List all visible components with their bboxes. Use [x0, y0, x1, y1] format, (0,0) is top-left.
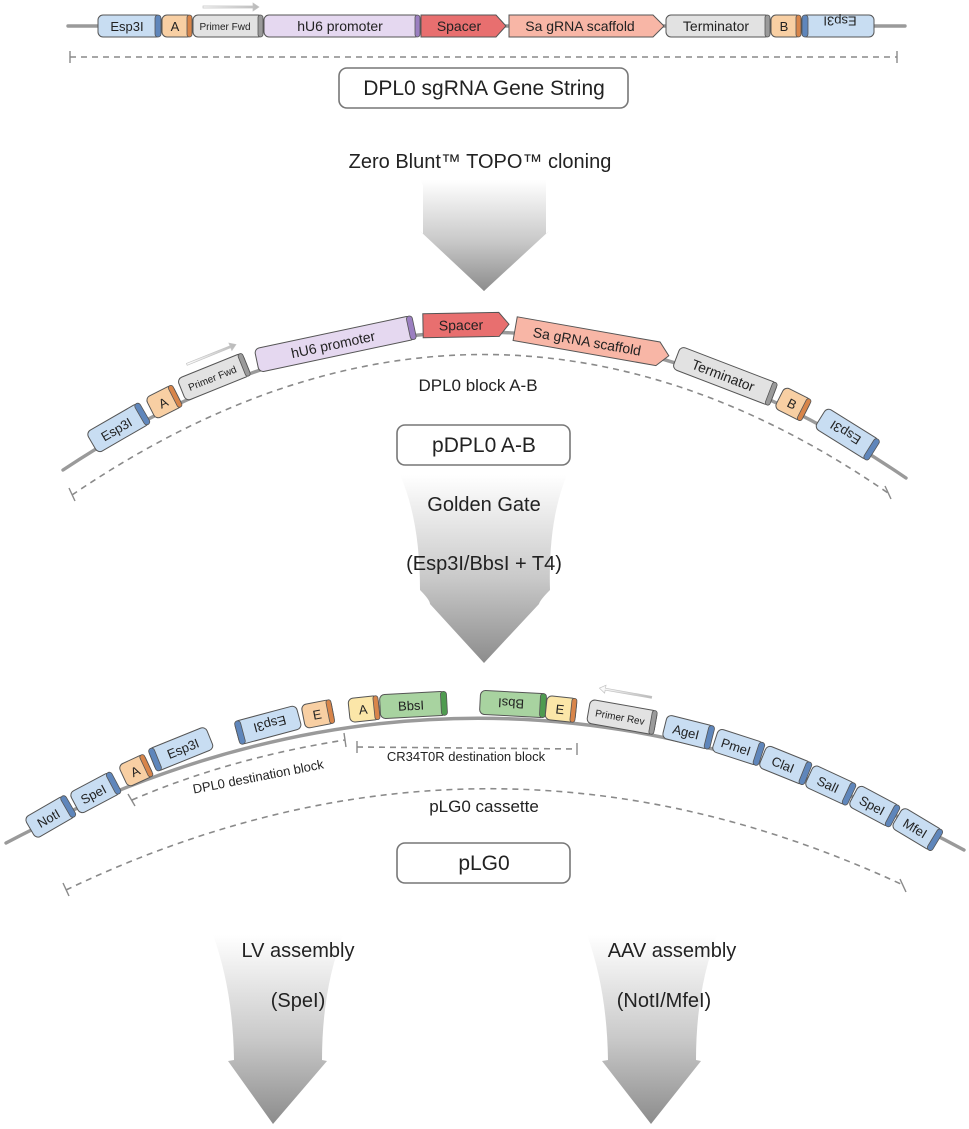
pdpl0-spacer-label: Spacer [439, 317, 484, 334]
dpl0-dest-bracket [131, 739, 346, 801]
cr34-dest-label: CR34T0R destination block [387, 749, 546, 764]
plg0-spei-right: SpeI [849, 785, 901, 828]
pdpl0-spacer-arrow: Spacer [422, 311, 510, 339]
gs-scaffold-arrow: Sa gRNA scaffold [508, 14, 665, 38]
pdpl0-terminator-block: Terminator [673, 347, 778, 406]
plg0-a-left: A [119, 754, 154, 787]
plg0-mfei: MfeI [892, 808, 944, 851]
step2-label: Golden Gate [427, 494, 540, 516]
plg0-bbsi-left: BbsI [379, 690, 448, 719]
gs-a-label: A [171, 19, 180, 34]
gs-terminator-block: Terminator [665, 14, 771, 38]
plg0-a-right: A [347, 695, 381, 723]
gs-esp3i-left-label: Esp3I [110, 19, 143, 34]
step3-left-sublabel: (SpeI) [271, 990, 325, 1012]
plg0-cassette-label: pLG0 cassette [429, 797, 539, 816]
pdpl0-span-bracket [71, 353, 889, 496]
step1-label: Zero Blunt™ TOPO™ cloning [349, 151, 612, 173]
gene-string-box-label: DPL0 sgRNA Gene String [363, 77, 605, 100]
plg0-spei-left: SpeI [70, 771, 122, 814]
gs-primer-fwd-block: Primer Fwd [192, 14, 264, 38]
gs-spacer-label: Spacer [437, 18, 482, 34]
gs-b-block: B [770, 14, 802, 38]
gs-spacer-arrow: Spacer [420, 14, 507, 38]
plg0-esp3i-left: Esp3I [148, 727, 214, 772]
step2-arrow [400, 475, 567, 663]
plg0-esp3i-right: Esp3I [234, 705, 302, 745]
plg0-agei-label: AgeI [671, 721, 701, 742]
plg0-e-left: E [301, 699, 335, 729]
plg0-box: pLG0 [396, 842, 571, 884]
pdpl0-primer-fwd-arrow [185, 342, 237, 366]
step3-right-arrow [587, 935, 717, 1124]
plg0-agei: AgeI [662, 715, 715, 750]
plg0-clai: ClaI [759, 745, 813, 785]
plg0-e-left-label: E [311, 706, 323, 722]
step3-left-arrow [213, 935, 343, 1124]
gs-b-label: B [780, 19, 789, 34]
cr34-dest-bracket [356, 746, 578, 750]
step2-sublabel: (Esp3I/BbsI + T4) [406, 553, 562, 575]
plg0-a-right-label: A [358, 702, 369, 718]
plg0-box-label: pLG0 [458, 852, 509, 875]
dpl0-dest-label: DPL0 destination block [191, 756, 325, 796]
step3-right-sublabel: (NotI/MfeI) [617, 990, 711, 1012]
plg0-noti: NotI [25, 795, 77, 838]
gs-esp3i-left: Esp3I [97, 14, 162, 38]
gs-primer-fwd-label: Primer Fwd [199, 22, 250, 33]
gs-scaffold-label: Sa gRNA scaffold [525, 18, 634, 34]
plg0-cassette-bracket [65, 787, 904, 891]
gs-terminator-label: Terminator [683, 18, 749, 34]
gene-string-construct: Esp3I A Primer Fwd hU6 promoter Spacer [66, 2, 907, 63]
step3-right-label: AAV assembly [608, 940, 737, 962]
pdpl0-block-label: DPL0 block A-B [418, 376, 537, 395]
plg0-e-right-label: E [555, 701, 566, 717]
gs-hu6-label: hU6 promoter [297, 18, 383, 34]
pdpl0-esp3i-right: Esp3I [815, 408, 880, 461]
gene-string-box: DPL0 sgRNA Gene String [338, 67, 629, 109]
plg0-primer-rev-block: Primer Rev [586, 699, 658, 735]
pdpl0-a-block: A [146, 384, 183, 419]
plg0-primer-rev-arrow [598, 684, 653, 699]
gs-hu6-promoter-block: hU6 promoter [263, 14, 421, 38]
pdpl0-esp3i-left: Esp3I [87, 402, 151, 453]
gs-esp3i-right-label: Esp3I [823, 14, 856, 29]
plg0-bbsi-right: BbsI [479, 690, 547, 718]
plg0-sali: SalI [805, 765, 857, 806]
gs-a-block: A [161, 14, 193, 38]
pdpl0-scaffold-arrow: Sa gRNA scaffold [512, 316, 670, 367]
plg0-pmei: PmeI [712, 728, 766, 766]
plg0-bbsi-right-label: BbsI [498, 695, 525, 711]
pdpl0-box: pDPL0 A-B [396, 424, 571, 466]
primer-fwd-arrow [202, 2, 260, 12]
step3-left-label: LV assembly [241, 940, 354, 962]
pdpl0-b-block: B [775, 387, 812, 422]
pdpl0-construct: Esp3I A Primer Fwd hU6 promoter Spacer S… [61, 311, 908, 502]
pdpl0-hu6-promoter-block: hU6 promoter [254, 315, 417, 372]
step1-arrow-shape [420, 180, 546, 291]
pdpl0-primer-fwd-block: Primer Fwd [178, 353, 251, 401]
gs-esp3i-right: Esp3I [801, 14, 875, 38]
plg0-bbsi-left-label: BbsI [398, 697, 425, 713]
pdpl0-box-label: pDPL0 A-B [432, 434, 536, 457]
plg0-e-right: E [544, 695, 578, 723]
